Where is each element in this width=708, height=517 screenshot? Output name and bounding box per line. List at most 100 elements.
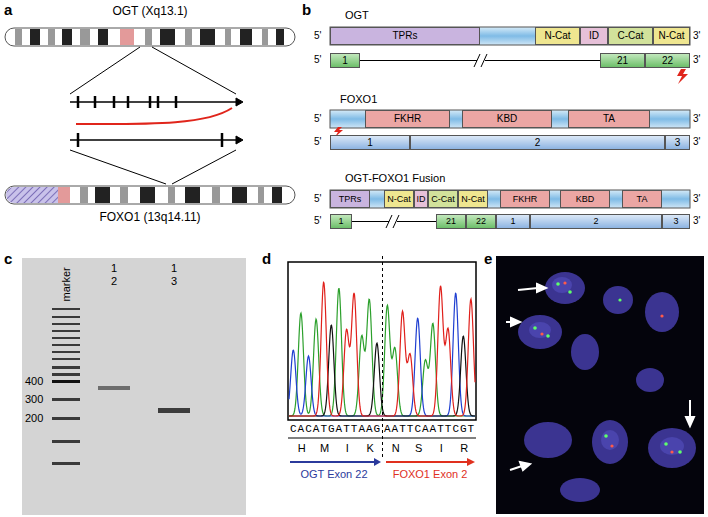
gene-name: OGT bbox=[345, 9, 369, 22]
box-text: N-Cat bbox=[544, 31, 570, 41]
chromosome-13 bbox=[5, 186, 295, 204]
domain-box: C-Cat bbox=[428, 190, 458, 208]
box-text: C-Cat bbox=[431, 195, 455, 204]
chromatogram-frame bbox=[288, 256, 476, 466]
exon-box: 2 bbox=[410, 135, 665, 150]
domain-box: TPRs bbox=[330, 27, 480, 45]
prime-end: 3' bbox=[693, 193, 700, 205]
gene-locus: FOXO1 (13q14.11) bbox=[99, 211, 200, 225]
box-text: TPRs bbox=[393, 31, 418, 41]
size-label: 400 bbox=[25, 375, 43, 388]
prime-end: 5' bbox=[314, 54, 321, 66]
amino-acid: K bbox=[367, 442, 374, 455]
exon-caption: FOXO1 Exon 2 bbox=[393, 468, 468, 481]
domain-box: ID bbox=[414, 190, 428, 208]
domain-box: KBD bbox=[560, 190, 610, 208]
size-label: 300 bbox=[25, 393, 43, 406]
exon-box: 3 bbox=[665, 135, 690, 150]
prime-end: 5' bbox=[314, 215, 321, 227]
exon-box: 1 bbox=[330, 135, 410, 150]
amino-acid: H bbox=[298, 442, 306, 455]
domain-box: TA bbox=[622, 190, 662, 208]
box-text: TA bbox=[603, 114, 615, 124]
box-text: FKHR bbox=[394, 114, 421, 124]
box-text: N-Cat bbox=[387, 195, 411, 204]
base-sequence: CACATGATTAAG bbox=[290, 423, 381, 436]
domain-box: FKHR bbox=[500, 190, 550, 208]
box-text: 22 bbox=[476, 217, 486, 226]
gene-locus: OGT (Xq13.1) bbox=[112, 5, 187, 19]
domain-box: ID bbox=[580, 27, 608, 45]
box-text: C-Cat bbox=[617, 31, 643, 41]
gene-structure bbox=[70, 96, 243, 147]
box-text: 3 bbox=[675, 138, 681, 148]
exon-box: 1 bbox=[330, 214, 352, 229]
amino-acid: R bbox=[460, 442, 468, 455]
breakpoint-bolt bbox=[334, 69, 688, 137]
exon-box: 22 bbox=[466, 214, 496, 229]
box-text: N-Cat bbox=[658, 31, 684, 41]
prime-end: 5' bbox=[314, 136, 321, 148]
prime-end: 5' bbox=[314, 30, 321, 42]
exon-box: 2 bbox=[530, 214, 662, 229]
lane-label: 3 bbox=[171, 275, 177, 288]
box-text: 2 bbox=[535, 138, 541, 148]
base-sequence: AATTCAATTCGT bbox=[384, 423, 475, 436]
amino-acid: S bbox=[415, 442, 422, 455]
box-text: KBD bbox=[497, 114, 518, 124]
gene-name: OGT-FOXO1 Fusion bbox=[345, 172, 445, 185]
domain-box: KBD bbox=[462, 110, 552, 128]
prime-end: 5' bbox=[314, 113, 321, 125]
domain-box: C-Cat bbox=[608, 27, 653, 45]
domain-box: N-Cat bbox=[458, 190, 488, 208]
gene-name: FOXO1 bbox=[340, 93, 377, 106]
box-text: N-Cat bbox=[461, 195, 485, 204]
domain-box: TA bbox=[568, 110, 650, 128]
size-label: 200 bbox=[25, 412, 43, 425]
amino-acid: M bbox=[320, 442, 329, 455]
box-text: ID bbox=[589, 31, 599, 41]
box-text: 1 bbox=[510, 217, 515, 226]
box-text: TA bbox=[637, 195, 648, 204]
protein-bars bbox=[330, 27, 690, 208]
amino-acid: I bbox=[346, 442, 349, 455]
domain-box: TPRs bbox=[330, 190, 370, 208]
box-text: 1 bbox=[367, 138, 373, 148]
amino-acid: N bbox=[392, 442, 400, 455]
exon-box: 1 bbox=[496, 214, 530, 229]
box-text: KBD bbox=[576, 195, 595, 204]
panel-letter: d bbox=[262, 250, 271, 267]
prime-end: 3' bbox=[693, 136, 700, 148]
box-text: FKHR bbox=[513, 195, 538, 204]
box-text: 21 bbox=[617, 56, 628, 66]
lane-label: 1 bbox=[171, 262, 177, 275]
domain-box: FKHR bbox=[365, 110, 450, 128]
exon-box: 3 bbox=[662, 214, 690, 229]
panel-letter: e bbox=[484, 250, 492, 267]
lane-label: 1 bbox=[111, 262, 117, 275]
domain-box: N-Cat bbox=[653, 27, 690, 45]
exon-box: 21 bbox=[436, 214, 466, 229]
gel-image bbox=[22, 258, 246, 515]
panel-letter: c bbox=[4, 250, 12, 267]
exon-box: 22 bbox=[645, 53, 690, 68]
domain-box: N-Cat bbox=[535, 27, 580, 45]
box-text: 3 bbox=[673, 217, 678, 226]
panel-letter: a bbox=[4, 1, 12, 18]
ladder-label: marker bbox=[60, 267, 73, 301]
domain-box: N-Cat bbox=[384, 190, 414, 208]
box-text: 2 bbox=[593, 217, 598, 226]
amino-acid: I bbox=[440, 442, 443, 455]
fish-image bbox=[496, 256, 704, 514]
box-text: ID bbox=[417, 195, 426, 204]
chromosome-x bbox=[5, 28, 295, 46]
prime-end: 3' bbox=[693, 113, 700, 125]
panel-letter: b bbox=[302, 1, 311, 18]
box-text: TPRs bbox=[339, 195, 362, 204]
exon-box: 21 bbox=[600, 53, 645, 68]
box-text: 1 bbox=[342, 56, 348, 66]
prime-end: 5' bbox=[314, 193, 321, 205]
lane-label: 2 bbox=[111, 275, 117, 288]
